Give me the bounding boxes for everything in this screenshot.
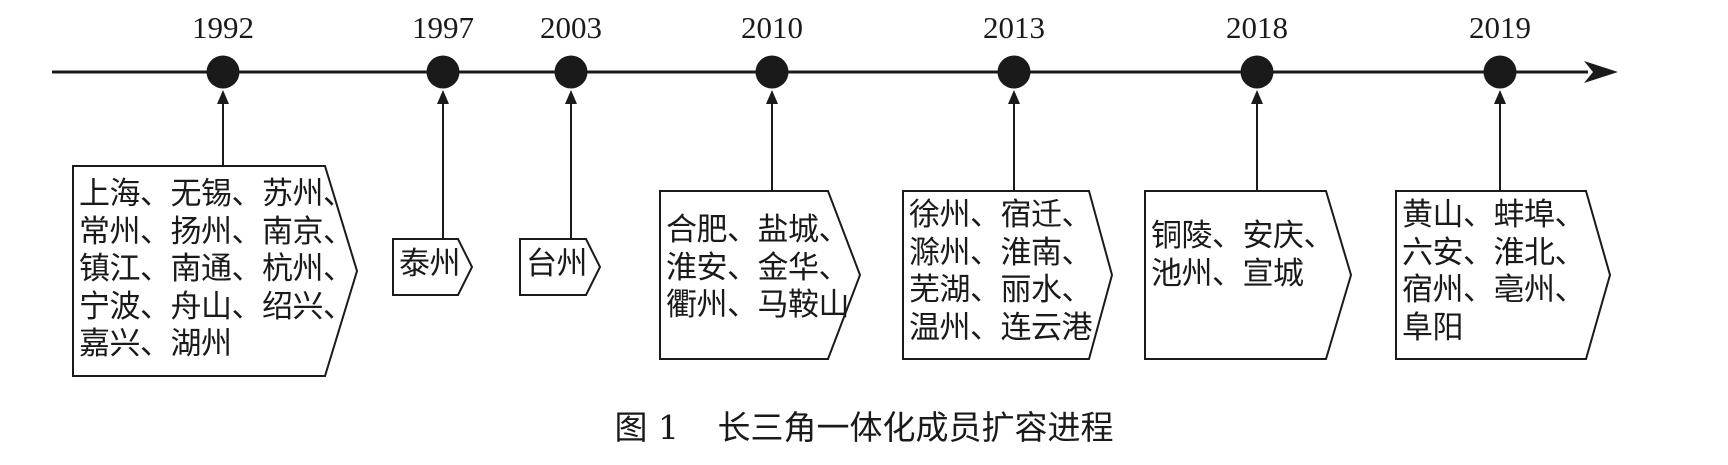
city-line: 滁州、淮南、 (909, 234, 1093, 271)
year-label-2018: 2018 (1226, 10, 1288, 45)
city-list-1997: 泰州 (399, 246, 461, 284)
year-label-2003: 2003 (540, 10, 602, 45)
connector-arrow-2003 (565, 90, 577, 104)
city-line: 阜阳 (1402, 309, 1464, 346)
city-line: 池州、宣城 (1151, 255, 1304, 292)
city-line: 六安、淮北、 (1402, 234, 1586, 271)
connector-arrow-2010 (766, 90, 778, 104)
timeline-arrowhead (1584, 61, 1618, 83)
city-line: 徐州、宿迁、 (909, 197, 1093, 233)
connector-arrow-1997 (437, 90, 449, 104)
city-line: 黄山、蚌埠、 (1402, 197, 1586, 233)
city-list-2010: 合肥、盐城、淮安、金华、衢州、马鞍山 (666, 212, 850, 325)
timeline-marker-1992 (206, 55, 240, 89)
timeline-marker-1997 (426, 55, 460, 89)
city-line: 温州、连云港 (909, 309, 1093, 346)
timeline-marker-2019 (1483, 55, 1517, 89)
city-line: 台州 (526, 246, 588, 282)
year-label-2010: 2010 (741, 10, 803, 45)
timeline-marker-2010 (755, 55, 789, 89)
connector-arrow-1992 (217, 90, 229, 104)
city-line: 宿州、亳州、 (1402, 272, 1586, 308)
city-box-2019 (1395, 190, 1612, 360)
year-label-1997: 1997 (412, 10, 474, 45)
year-label-2019: 2019 (1469, 10, 1531, 45)
timeline-marker-2013 (997, 55, 1031, 89)
city-line: 合肥、盐城、 (666, 212, 850, 248)
city-list-2018: 铜陵、安庆、池州、宣城 (1151, 218, 1335, 293)
city-line: 泰州 (399, 246, 461, 282)
city-line: 淮安、金华、 (666, 249, 850, 286)
city-line: 镇江、南通、杭州、 (79, 251, 354, 287)
city-list-1992: 上海、无锡、苏州、常州、扬州、南京、镇江、南通、杭州、宁波、舟山、绍兴、嘉兴、湖… (79, 176, 354, 364)
city-line: 上海、无锡、苏州、 (79, 176, 354, 212)
city-line: 芜湖、丽水、 (909, 272, 1093, 308)
timeline-marker-2018 (1240, 55, 1274, 89)
city-list-2019: 黄山、蚌埠、六安、淮北、宿州、亳州、阜阳 (1402, 197, 1586, 347)
city-box-1992 (72, 165, 359, 377)
city-line: 常州、扬州、南京、 (79, 213, 354, 250)
connector-arrow-2019 (1494, 90, 1506, 104)
city-list-2013: 徐州、宿迁、滁州、淮南、芜湖、丽水、温州、连云港 (909, 197, 1093, 347)
city-box-1997 (392, 238, 474, 296)
figure-caption: 图 1 长三角一体化成员扩容进程 (0, 406, 1728, 450)
city-list-2003: 台州 (526, 246, 588, 284)
city-box-2018 (1144, 190, 1353, 360)
city-box-2013 (902, 190, 1114, 360)
city-line: 宁波、舟山、绍兴、 (79, 288, 354, 325)
city-line: 嘉兴、湖州 (79, 326, 232, 362)
city-box-2010 (659, 190, 862, 360)
city-line: 衢州、马鞍山 (666, 287, 850, 323)
timeline-marker-2003 (554, 55, 588, 89)
year-label-1992: 1992 (192, 10, 254, 45)
city-line: 铜陵、安庆、 (1151, 218, 1335, 254)
connector-arrow-2018 (1251, 90, 1263, 104)
figure-label: 图 1 (614, 408, 680, 447)
city-box-2003 (519, 238, 602, 296)
figure-title: 长三角一体化成员扩容进程 (717, 408, 1114, 447)
connector-arrow-2013 (1008, 90, 1020, 104)
year-label-2013: 2013 (983, 10, 1045, 45)
